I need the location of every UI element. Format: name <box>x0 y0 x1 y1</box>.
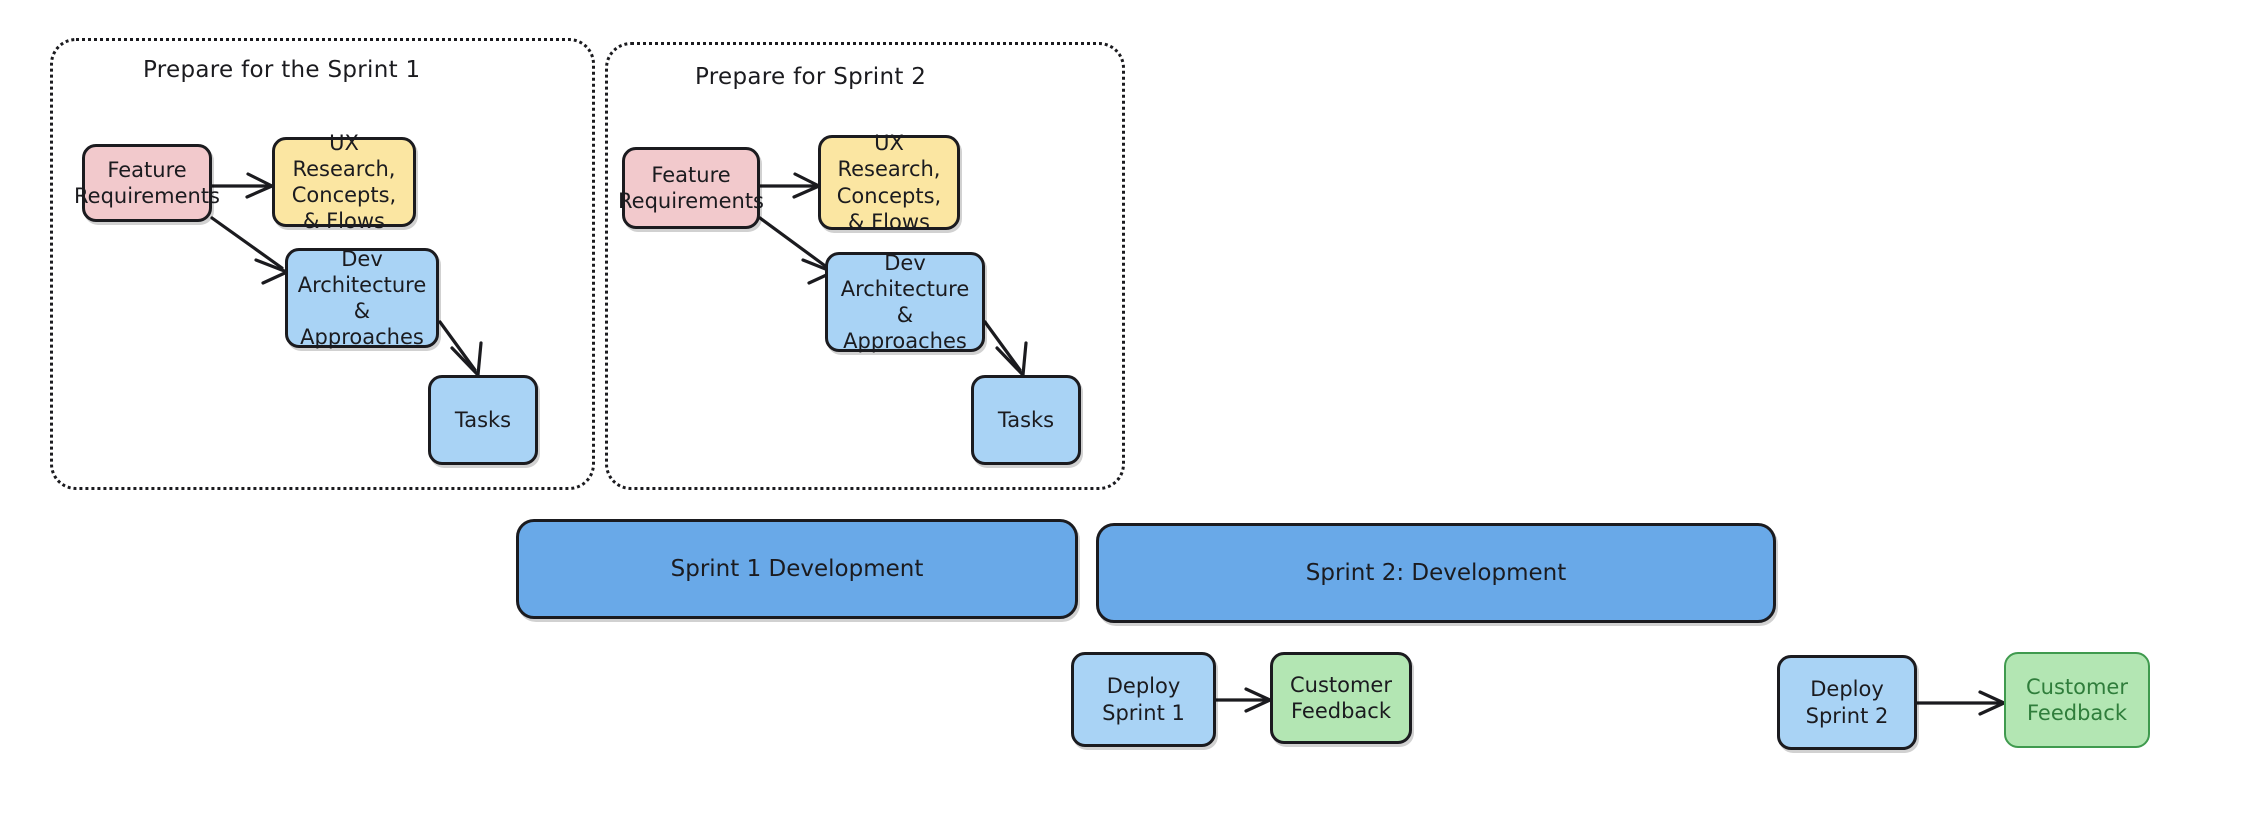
node-tasks-sprint-1[interactable]: Tasks <box>428 375 538 465</box>
arrowhead-deploy1-to-feedback1 <box>1244 687 1272 713</box>
group-frame-sprint-2[interactable] <box>605 42 1125 490</box>
node-customer-feedback-1[interactable]: Customer Feedback <box>1270 652 1412 744</box>
node-customer-feedback-2[interactable]: Customer Feedback <box>2004 652 2150 748</box>
node-feature-requirements-sprint-1[interactable]: Feature Requirements <box>74 144 220 222</box>
node-deploy-sprint-1[interactable]: Deploy Sprint 1 <box>1071 652 1216 747</box>
node-ux-research-sprint-1[interactable]: UX Research, Concepts, & Flows <box>272 131 416 233</box>
node-deploy-sprint-2[interactable]: Deploy Sprint 2 <box>1777 655 1917 750</box>
node-sprint-2-development[interactable]: Sprint 2: Development <box>1096 523 1776 623</box>
node-feature-requirements-sprint-2[interactable]: Feature Requirements <box>618 147 764 229</box>
node-dev-architecture-sprint-2[interactable]: Dev Architecture & Approaches <box>825 251 985 353</box>
group-title-sprint-2: Prepare for Sprint 2 <box>695 64 927 90</box>
arrowhead-deploy2-to-feedback2 <box>1978 690 2006 716</box>
group-title-sprint-1: Prepare for the Sprint 1 <box>143 57 421 83</box>
group-frame-sprint-1[interactable] <box>50 38 595 490</box>
node-sprint-1-development[interactable]: Sprint 1 Development <box>516 519 1078 619</box>
node-tasks-sprint-2[interactable]: Tasks <box>971 375 1081 465</box>
node-dev-architecture-sprint-1[interactable]: Dev Architecture & Approaches <box>285 247 439 349</box>
node-ux-research-sprint-2[interactable]: UX Research, Concepts, & Flows <box>818 131 960 234</box>
